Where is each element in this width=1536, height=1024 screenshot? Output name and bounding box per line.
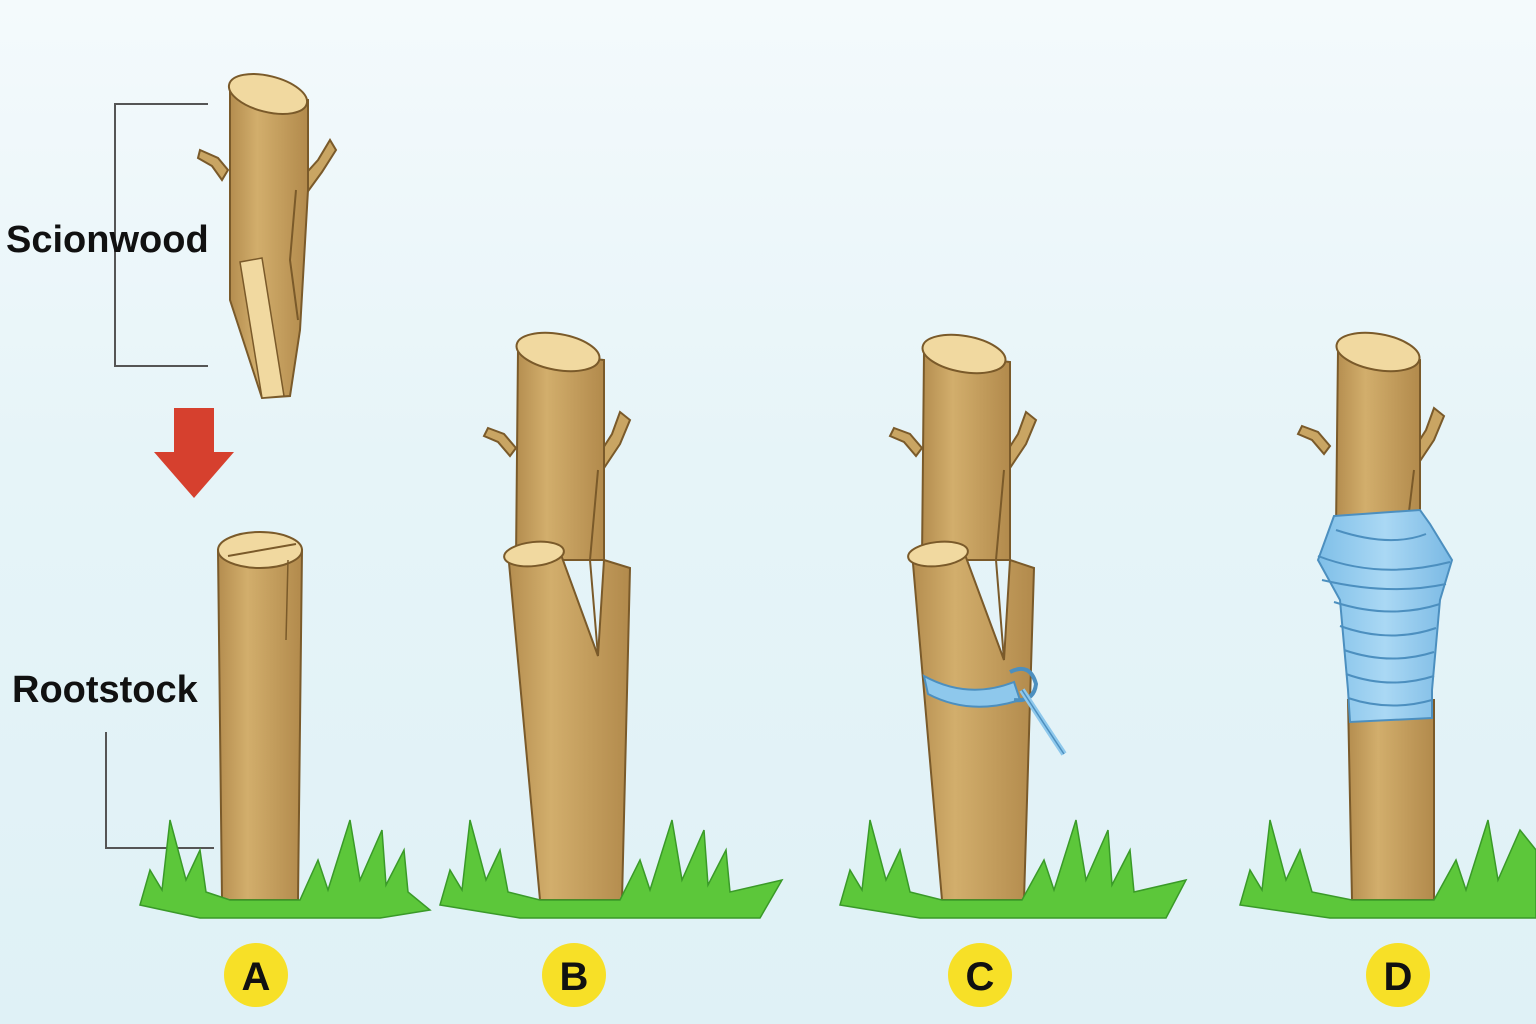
step-badge (542, 943, 606, 1007)
rootstock (216, 531, 304, 901)
step-badge (1366, 943, 1430, 1007)
rootstock-bracket (105, 732, 214, 849)
grafted-stem (1296, 331, 1446, 901)
grafting-tape (1316, 508, 1454, 724)
step-letter: C (966, 955, 995, 999)
step-letter: D (1384, 955, 1413, 999)
scionwood-label: Scionwood (6, 219, 209, 261)
panel-d: D (1239, 331, 1536, 1007)
grafted-stem (482, 331, 632, 901)
string-tie (922, 667, 1067, 756)
grafted-stem (888, 333, 1038, 901)
panel-c: C (839, 333, 1188, 1007)
step-badge (224, 943, 288, 1007)
step-letter: B (560, 955, 589, 999)
scionwood (196, 73, 338, 400)
rootstock-label: Rootstock (12, 669, 199, 711)
panel-a: Scionwood Rootstock A (6, 73, 432, 1007)
grass-tuft (839, 819, 1188, 919)
scion-bracket (114, 103, 208, 367)
panel-b: B (439, 331, 784, 1007)
step-badge (948, 943, 1012, 1007)
down-arrow-icon (154, 408, 234, 498)
grass-tuft (439, 819, 784, 919)
step-letter: A (242, 955, 271, 999)
grass-tuft (139, 819, 432, 919)
grass-tuft (1239, 819, 1536, 919)
